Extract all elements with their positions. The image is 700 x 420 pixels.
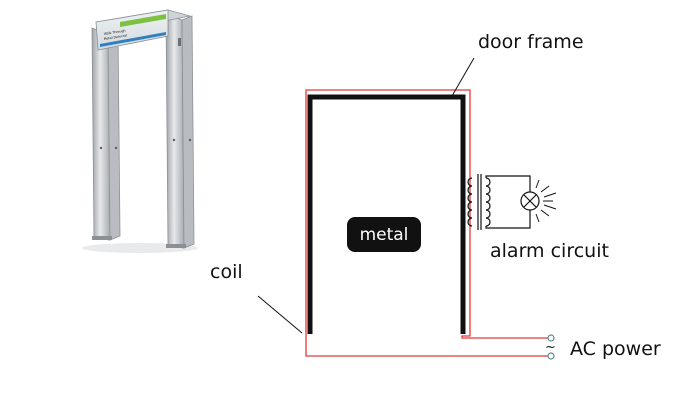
coil-leader-line (257, 295, 303, 334)
alarm-circuit (485, 175, 557, 229)
metal-label: metal (360, 225, 409, 245)
ac-symbol: ~ (545, 340, 556, 355)
door-frame-label: door frame (478, 31, 584, 53)
metal-object: metal (347, 217, 421, 252)
terminal-top-icon (547, 334, 555, 342)
photo-sign-line-1: Walk Through (104, 29, 126, 36)
walk-through-detector-photo: Walk Through Metal Detector (82, 9, 198, 253)
coil-label: coil (210, 261, 243, 283)
coil-wire (305, 89, 548, 357)
door-frame-leader-line (451, 57, 475, 97)
alarm-lamp-icon (520, 179, 557, 223)
ac-power-terminals: ~ (545, 334, 556, 360)
terminal-bottom-icon (547, 352, 555, 360)
alarm-circuit-label: alarm circuit (490, 240, 609, 262)
door-frame (307, 94, 466, 334)
transformer (467, 174, 491, 230)
photo-sign-line-2: Metal Detector (104, 33, 129, 41)
ac-power-label: AC power (570, 338, 661, 360)
